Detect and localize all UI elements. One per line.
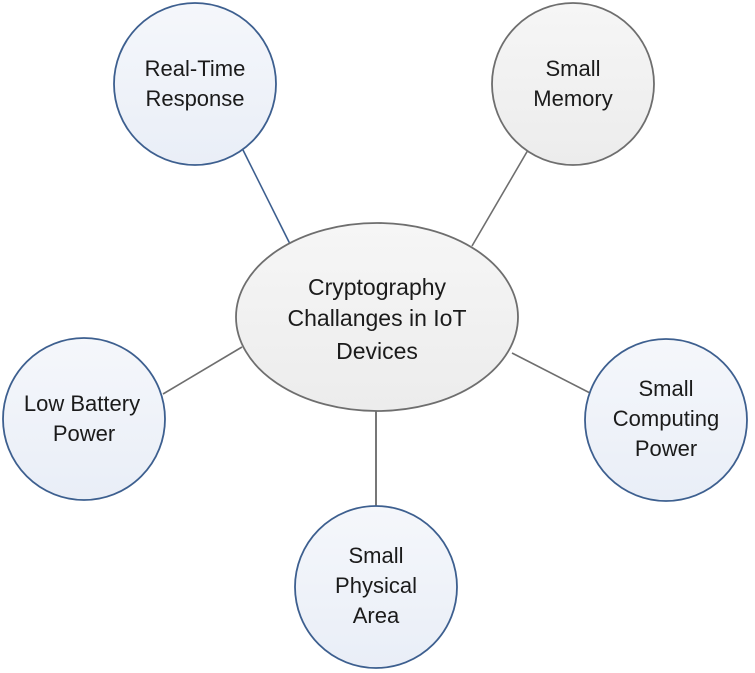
node-label-line-1: Low Battery [24, 391, 140, 416]
connector-small-memory [471, 149, 529, 247]
center-label-line-1: Cryptography [308, 274, 447, 300]
center-label-line-2: Challanges in IoT [288, 305, 467, 331]
node-label-line-1: Small [545, 56, 600, 81]
center-label-line-3: Devices [336, 338, 418, 364]
node-label-line-2: Computing [613, 406, 719, 431]
center-node: Cryptography Challanges in IoT Devices [235, 222, 519, 412]
node-label-line-2: Memory [533, 86, 612, 111]
node-label-line-3: Area [353, 603, 400, 628]
node-small-computing-power: Small Computing Power [584, 338, 748, 502]
node-small-physical-area: Small Physical Area [294, 505, 458, 669]
connector-low-battery-power [162, 346, 243, 395]
node-label-line-1: Small [348, 543, 403, 568]
node-label-line-1: Small [638, 376, 693, 401]
connector-small-computing-power [511, 352, 591, 394]
node-label-line-2: Power [53, 421, 115, 446]
node-label-line-2: Physical [335, 573, 417, 598]
node-label-line-3: Power [635, 436, 697, 461]
node-small-memory: Small Memory [491, 2, 655, 166]
connector-real-time-response [242, 149, 292, 247]
node-real-time-response: Real-Time Response [113, 2, 277, 166]
node-label-line-1: Real-Time [145, 56, 246, 81]
node-label-line-2: Response [145, 86, 244, 111]
node-low-battery-power: Low Battery Power [2, 337, 166, 501]
